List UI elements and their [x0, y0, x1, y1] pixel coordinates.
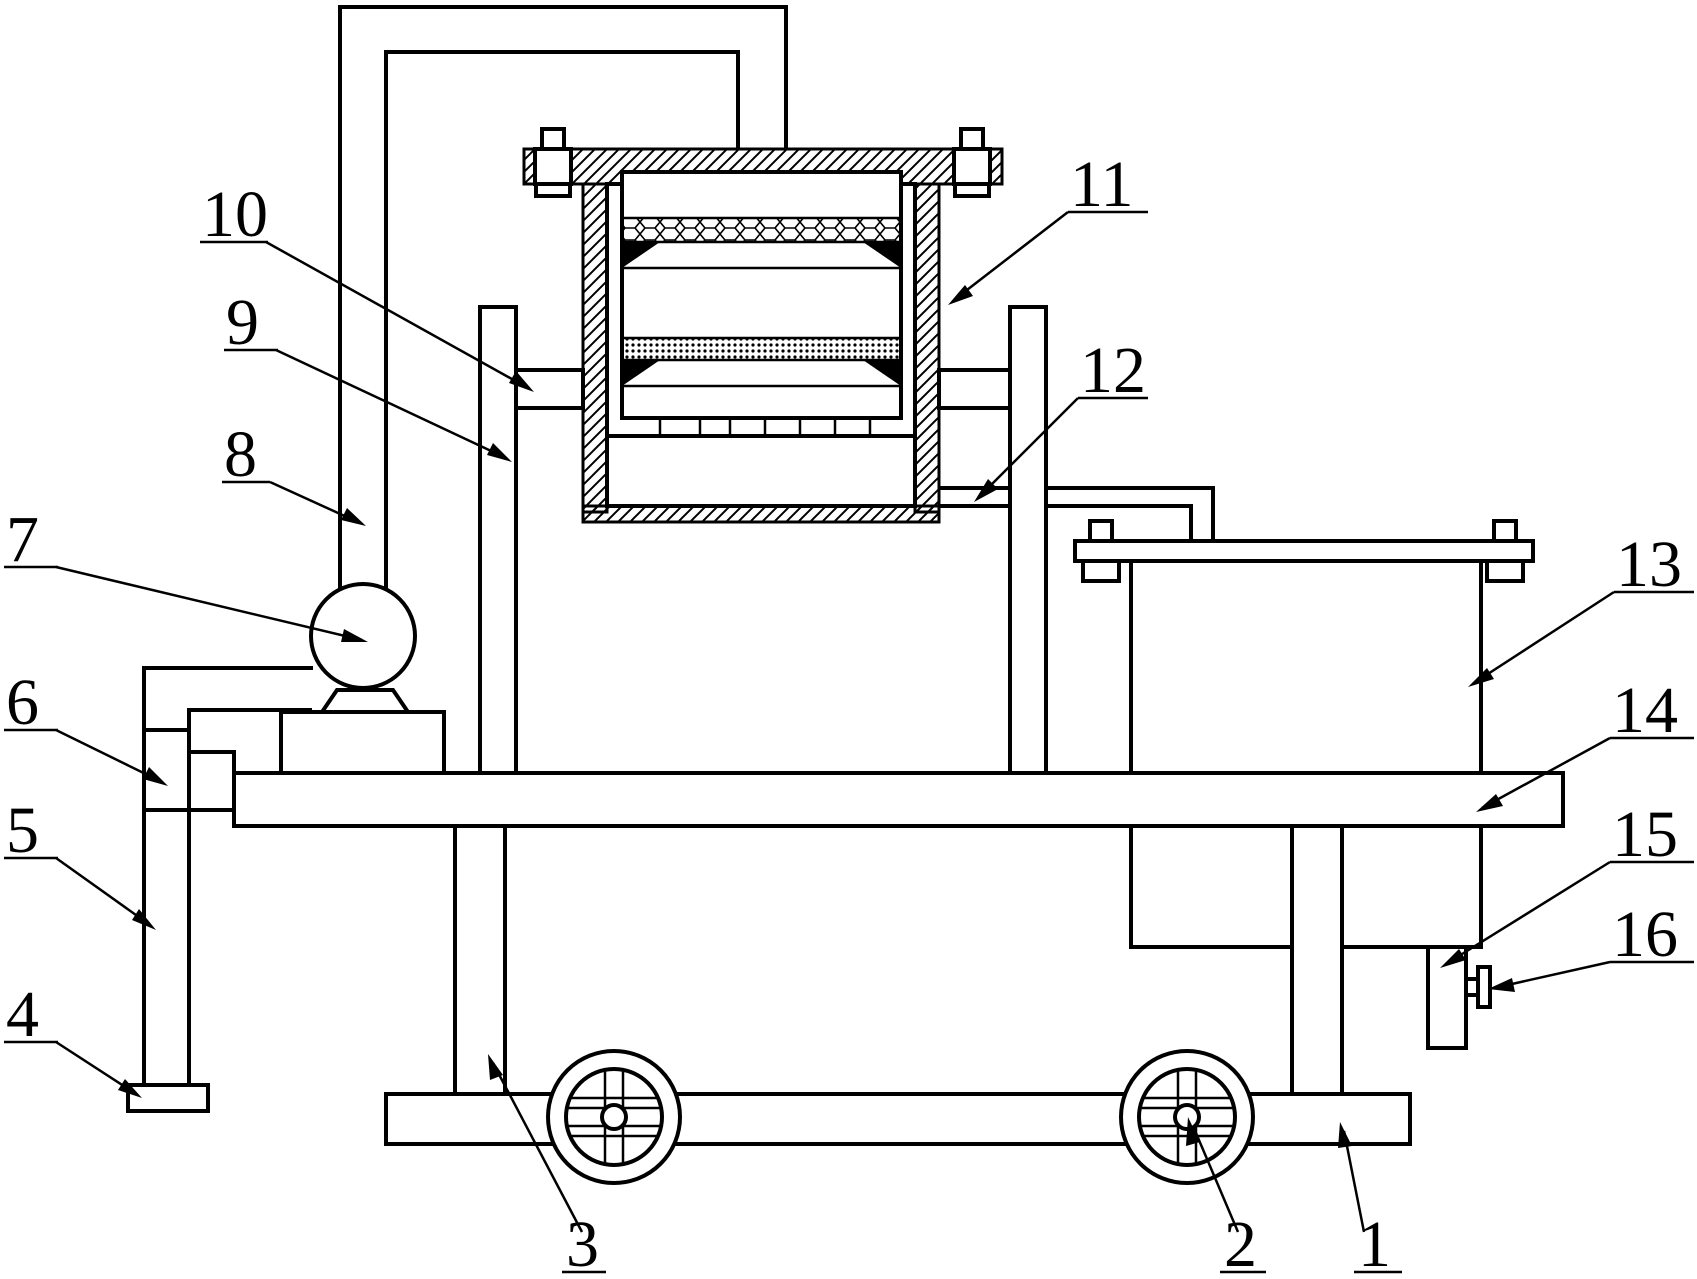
callout-10-label: 10 — [202, 178, 268, 251]
callout-3-label: 3 — [566, 1208, 599, 1279]
callout-12-label: 12 — [1080, 334, 1146, 407]
callout-7: 7 — [4, 503, 368, 642]
suction-foot — [126, 1083, 210, 1113]
callout-4: 4 — [4, 978, 142, 1098]
callout-13: 13 — [1468, 528, 1694, 687]
callout-1-label: 1 — [1358, 1208, 1391, 1279]
drain-valve — [1464, 965, 1492, 1009]
callout-9: 9 — [224, 286, 512, 462]
filter-housing — [522, 127, 1004, 524]
callout-7-label: 7 — [6, 503, 39, 576]
callout-5: 5 — [4, 794, 156, 930]
callout-9-label: 9 — [226, 286, 259, 359]
callout-14-label: 14 — [1612, 674, 1678, 747]
callout-2: 2 — [1186, 1117, 1266, 1279]
callout-8: 8 — [222, 418, 366, 526]
wheel-left — [546, 1049, 682, 1185]
inlet-pipe — [338, 5, 788, 628]
side-brackets — [514, 368, 1012, 410]
callout-4-label: 4 — [6, 978, 39, 1051]
callout-6: 6 — [4, 666, 168, 786]
base-frame — [384, 1092, 1412, 1146]
callout-2-label: 2 — [1224, 1208, 1257, 1279]
callout-12: 12 — [974, 334, 1148, 502]
callout-13-label: 13 — [1616, 528, 1682, 601]
callout-8-label: 8 — [224, 418, 257, 491]
pump — [279, 582, 446, 775]
callout-14: 14 — [1476, 674, 1694, 812]
callout-11: 11 — [948, 148, 1148, 305]
outlet-pipe — [940, 486, 1215, 541]
callout-10: 10 — [200, 178, 534, 392]
callout-15: 15 — [1440, 798, 1694, 968]
callout-5-label: 5 — [6, 794, 39, 867]
suction-pipe — [142, 666, 313, 1085]
callout-3: 3 — [488, 1054, 606, 1279]
pipe-coupling — [142, 728, 236, 812]
wheel-right — [1119, 1049, 1255, 1185]
callout-11-label: 11 — [1070, 148, 1134, 221]
callout-1: 1 — [1338, 1122, 1402, 1279]
callout-6-label: 6 — [6, 666, 39, 739]
callout-16: 16 — [1488, 898, 1694, 992]
upright-posts — [478, 305, 1048, 775]
table-top — [232, 771, 1565, 828]
callout-15-label: 15 — [1612, 798, 1678, 871]
callout-16-label: 16 — [1612, 898, 1678, 971]
collection-tank — [1073, 519, 1535, 949]
